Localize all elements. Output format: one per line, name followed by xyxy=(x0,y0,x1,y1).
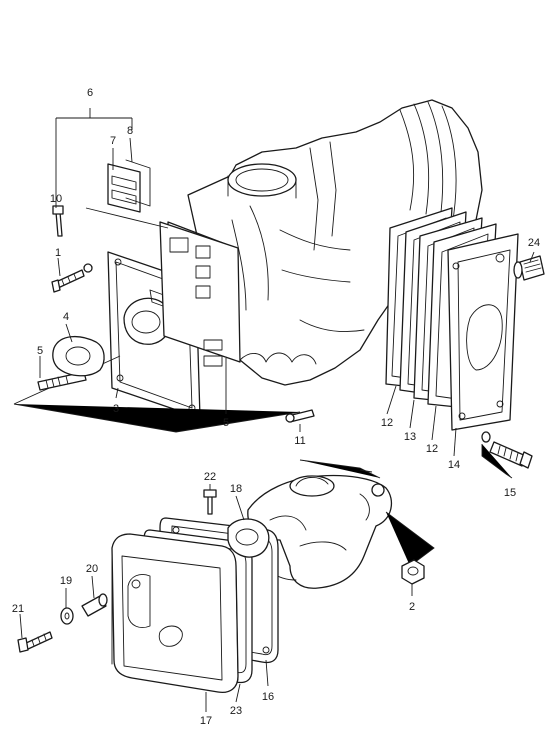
reed-plate-parts xyxy=(107,159,241,367)
callout-4: 4 xyxy=(63,311,69,323)
drain-plug-24 xyxy=(513,255,545,281)
gasket-18 xyxy=(227,518,270,558)
bolt-15 xyxy=(481,431,533,479)
callout-12b: 12 xyxy=(426,443,438,455)
callout-6: 6 xyxy=(87,87,93,99)
callout-1: 1 xyxy=(55,247,61,259)
engine-block xyxy=(187,99,483,386)
callout-2: 2 xyxy=(409,601,415,613)
bolt-10 xyxy=(52,205,64,237)
callout-5b: 5 xyxy=(223,417,229,429)
callout-16: 16 xyxy=(262,691,274,703)
callout-10: 10 xyxy=(50,193,62,205)
stud-5 xyxy=(37,371,87,391)
callout-20: 20 xyxy=(86,563,98,575)
nut-2 xyxy=(401,559,425,585)
group-bracket-lower xyxy=(299,459,435,567)
flange-gasket-4 xyxy=(52,336,105,377)
callout-3: 3 xyxy=(113,403,119,415)
callout-21: 21 xyxy=(12,603,24,615)
bolt-1 xyxy=(51,263,93,293)
bolt-22 xyxy=(203,489,217,515)
callout-13: 13 xyxy=(404,431,416,443)
callout-23: 23 xyxy=(230,705,242,717)
bolt-11 xyxy=(285,409,315,423)
callout-8: 8 xyxy=(127,125,133,137)
callout-18: 18 xyxy=(230,483,242,495)
pin-20 xyxy=(81,593,108,617)
callout-22: 22 xyxy=(204,471,216,483)
lower-housing xyxy=(247,474,393,589)
callout-labels: 1 2 3 4 5 5 6 7 8 10 11 12 12 13 14 15 1… xyxy=(12,87,540,727)
callout-15: 15 xyxy=(504,487,516,499)
callout-19: 19 xyxy=(60,575,72,587)
callout-14: 14 xyxy=(448,459,460,471)
washer-19 xyxy=(60,607,74,625)
callout-24: 24 xyxy=(528,237,540,249)
callout-17: 17 xyxy=(200,715,212,727)
side-gasket-stack xyxy=(385,207,519,431)
callout-12a: 12 xyxy=(381,417,393,429)
cover-17 xyxy=(111,533,239,694)
callout-5a: 5 xyxy=(37,345,43,357)
leader-lines xyxy=(19,137,535,712)
bolt-21 xyxy=(17,631,53,653)
callout-7: 7 xyxy=(110,135,116,147)
callout-11: 11 xyxy=(294,435,305,447)
